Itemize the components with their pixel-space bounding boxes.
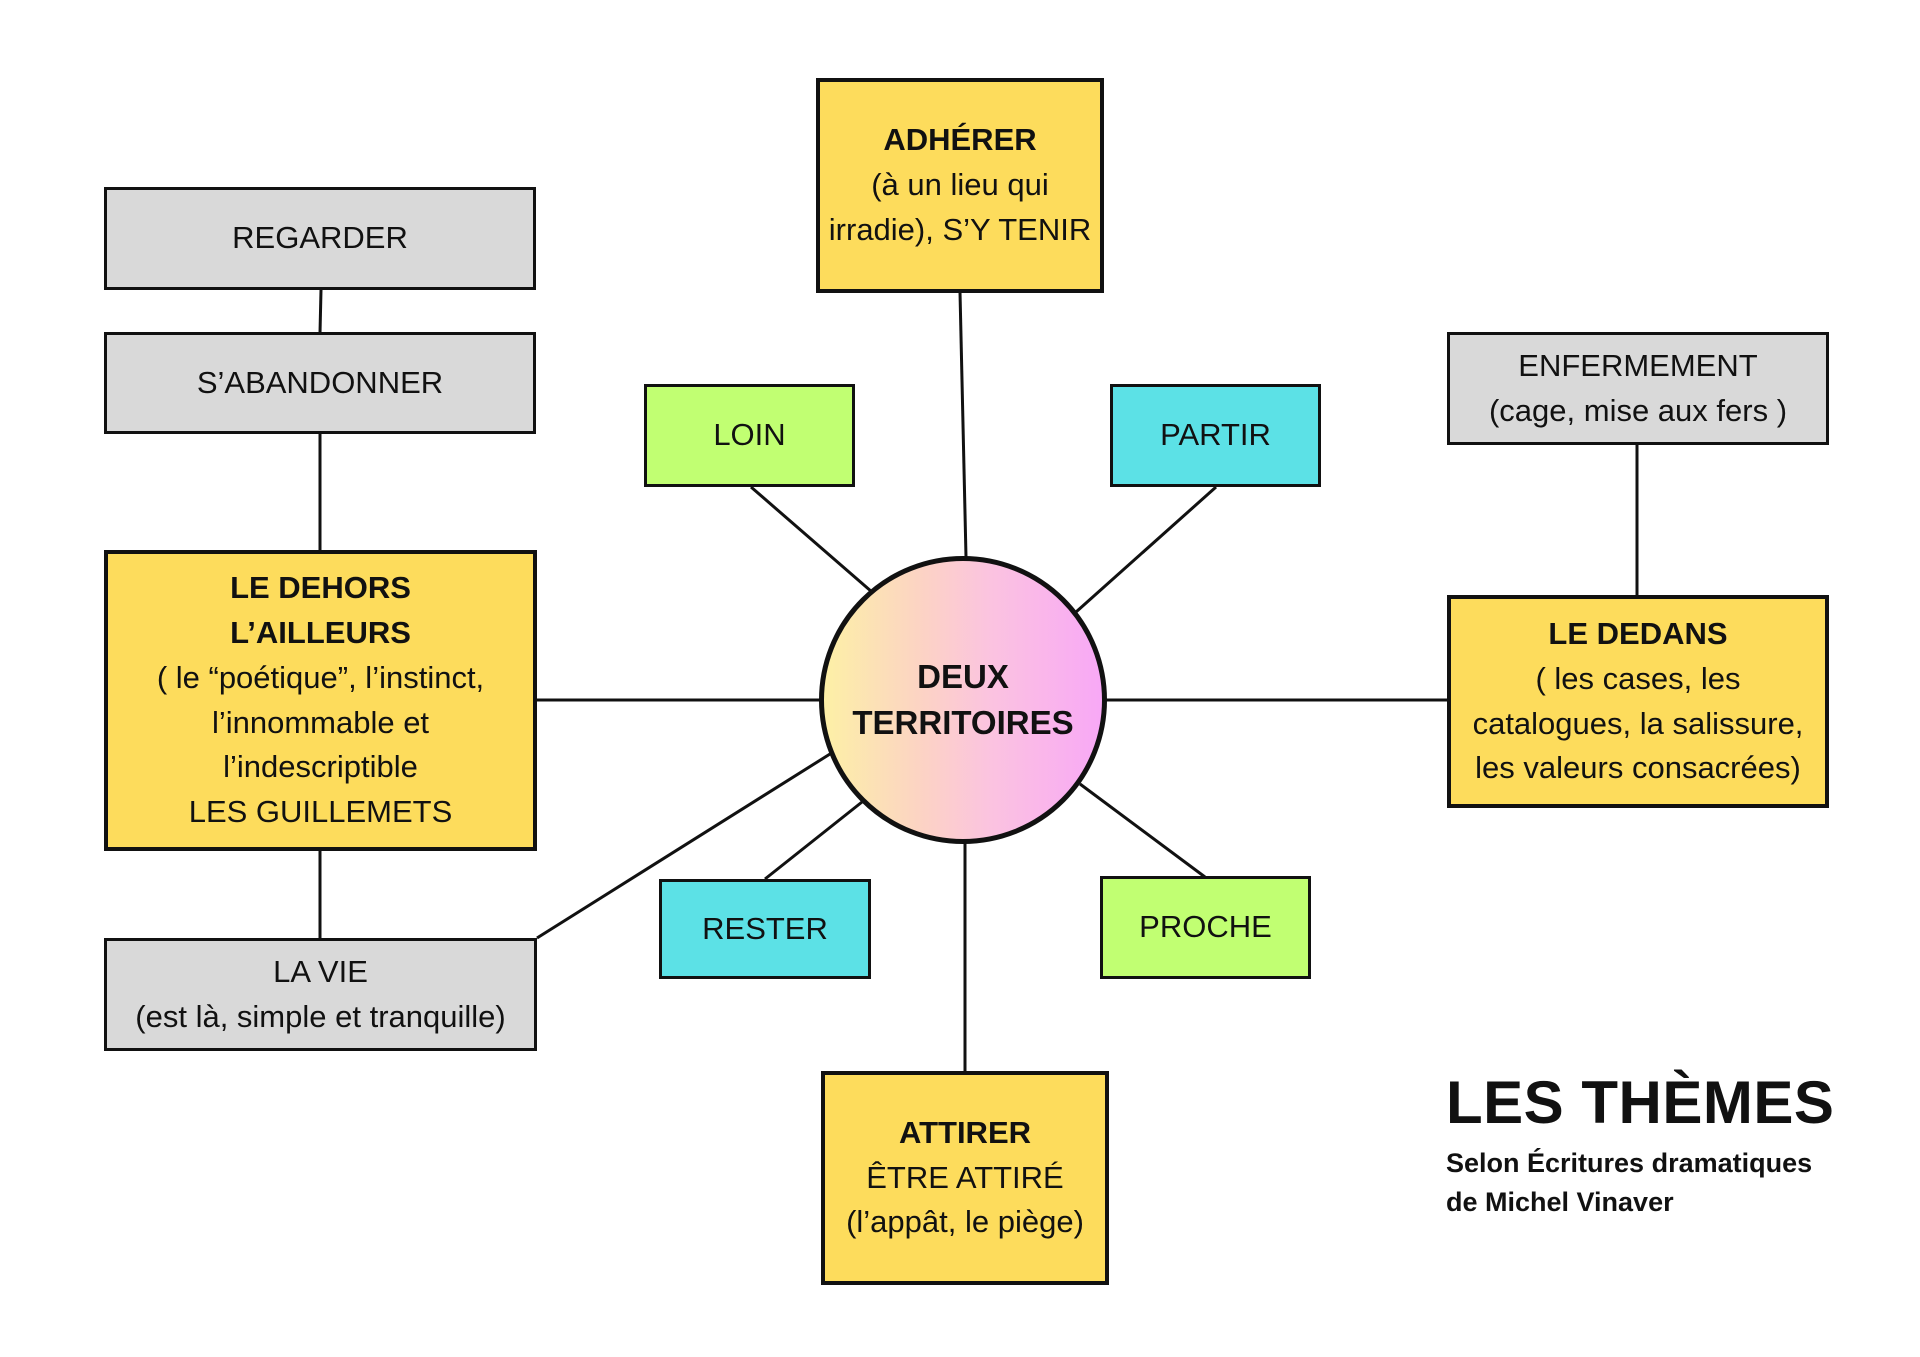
node-adherer-line-2: irradie), S’Y TENIR: [828, 211, 1092, 247]
node-adherer: ADHÉRER (à un lieu qui irradie), S’Y TEN…: [816, 78, 1104, 293]
node-le-dehors: LE DEHORS L’AILLEURS ( le “poétique”, l’…: [104, 550, 537, 851]
node-regarder-text: REGARDER: [232, 220, 408, 256]
node-le-dehors-title-2: L’AILLEURS: [230, 614, 411, 650]
link-lavie-hub: [536, 752, 831, 940]
node-le-dehors-line-1: ( le “poétique”, l’instinct,: [156, 659, 485, 695]
link-loin-hub: [750, 485, 873, 594]
link-regarder-sabandonner: [318, 289, 323, 334]
diagram-subtitle-line-2: de Michel Vinaver: [1446, 1187, 1674, 1218]
diagram-subtitle-line-1: Selon Écritures dramatiques: [1446, 1148, 1813, 1178]
link-partir-hub: [1075, 485, 1217, 614]
node-rester-text: RESTER: [702, 910, 828, 946]
node-adherer-line-1: (à un lieu qui: [871, 167, 1049, 203]
node-sabandonner-text: S’ABANDONNER: [196, 364, 444, 400]
node-enfermement-line-2: (cage, mise aux fers ): [1488, 392, 1788, 428]
link-proche-hub: [1079, 782, 1206, 879]
node-loin: LOIN: [644, 384, 855, 487]
node-enfermement-line-1: ENFERMEMENT: [1518, 347, 1758, 383]
node-proche: PROCHE: [1100, 876, 1311, 979]
node-rester: RESTER: [659, 879, 871, 979]
node-attirer: ATTIRER ÊTRE ATTIRÉ (l’appât, le piège): [821, 1071, 1109, 1285]
node-la-vie: LA VIE (est là, simple et tranquille): [104, 938, 537, 1051]
node-regarder: REGARDER: [104, 187, 536, 290]
node-adherer-title: ADHÉRER: [883, 122, 1037, 158]
node-la-vie-line-2: (est là, simple et tranquille): [135, 998, 506, 1034]
hub-line-2: TERRITOIRES: [852, 704, 1074, 741]
node-sabandonner: S’ABANDONNER: [104, 332, 536, 434]
link-adherer-hub: [958, 291, 968, 558]
node-le-dehors-line-3: l’indescriptible: [223, 749, 418, 785]
node-le-dedans: LE DEDANS ( les cases, les catalogues, l…: [1447, 595, 1829, 808]
diagram-title: LES THÈMES: [1446, 1069, 1835, 1136]
node-partir: PARTIR: [1110, 384, 1321, 487]
node-la-vie-line-1: LA VIE: [273, 953, 368, 989]
node-le-dedans-line-1: ( les cases, les: [1535, 660, 1741, 696]
node-attirer-line-1: ÊTRE ATTIRÉ: [866, 1159, 1064, 1195]
node-attirer-title: ATTIRER: [898, 1114, 1032, 1150]
node-proche-text: PROCHE: [1139, 909, 1272, 945]
node-le-dehors-title-1: LE DEHORS: [230, 569, 411, 605]
node-le-dehors-line-4: LES GUILLEMETS: [188, 794, 453, 830]
node-le-dehors-line-2: l’innommable et: [211, 704, 430, 740]
legend-block: LES THÈMES Selon Écritures dramatiques d…: [1446, 1070, 1834, 1222]
hub-line-1: DEUX: [917, 657, 1009, 695]
node-attirer-line-2: (l’appât, le piège): [846, 1204, 1084, 1240]
node-partir-text: PARTIR: [1160, 417, 1271, 453]
hub-deux-territoires: DEUX TERRITOIRES: [819, 556, 1107, 844]
diagram-subtitle: Selon Écritures dramatiques de Michel Vi…: [1446, 1144, 1834, 1222]
node-le-dedans-line-3: les valeurs consacrées): [1475, 750, 1801, 786]
link-rester-hub: [764, 800, 863, 881]
node-le-dedans-line-2: catalogues, la salissure,: [1472, 705, 1804, 741]
node-loin-text: LOIN: [713, 417, 786, 453]
node-enfermement: ENFERMEMENT (cage, mise aux fers ): [1447, 332, 1829, 445]
node-le-dedans-title: LE DEDANS: [1548, 615, 1728, 651]
